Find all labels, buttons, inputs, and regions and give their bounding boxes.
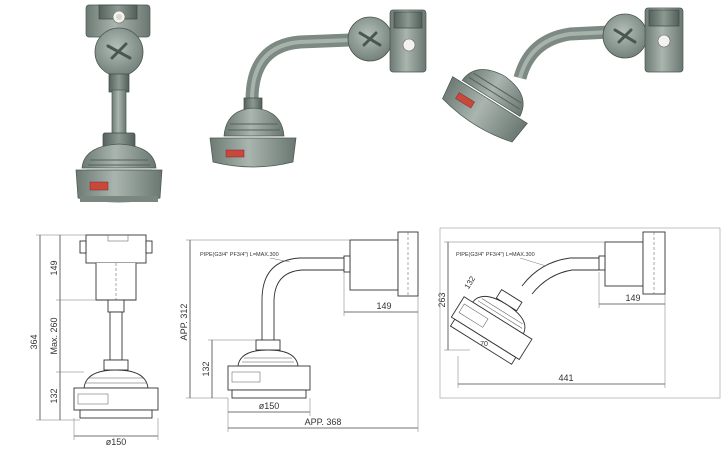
front-total-height: 364: [29, 334, 39, 349]
front-box-height: 149: [49, 260, 59, 275]
photo-angled-bracket-fixture: [442, 7, 684, 143]
drawing-front-view: 364 149 Max. 260 132 ø150: [29, 234, 159, 447]
front-diameter: ø150: [106, 437, 127, 447]
side-total-length: APP. 368: [305, 417, 342, 427]
angled-pipe-note: PIPE(G3/4" PF3/4") L=MAX.300: [456, 252, 535, 258]
side-offset: 149: [376, 301, 391, 311]
side-total-height: APP. 312: [179, 304, 189, 341]
drawing-side-view: PIPE(G3/4" PF3/4") L=MAX.300 APP. 312 13…: [179, 231, 419, 432]
front-pipe-height: Max. 260: [49, 317, 59, 354]
photo-pendant-fixture: [75, 4, 163, 203]
side-pipe-note: PIPE(G3/4" PF3/4") L=MAX.300: [200, 252, 279, 258]
side-lamp-height: 132: [201, 361, 211, 376]
nameplate-label-2: [225, 149, 245, 158]
photo-wall-bracket-fixture: [209, 9, 427, 168]
angled-angle-dim: 70: [480, 341, 488, 348]
side-diameter: ø150: [259, 401, 280, 411]
angled-height: 263: [437, 292, 447, 307]
front-lamp-height: 132: [49, 388, 59, 403]
angled-view-frame: [439, 227, 721, 399]
angled-offset: 149: [625, 293, 640, 303]
angled-total-length: 441: [558, 373, 573, 383]
drawing-angled-view: PIPE(G3/4" PF3/4") L=MAX.300 263 132 70 …: [437, 231, 666, 388]
nameplate-label: [89, 181, 109, 191]
angled-lamp-dim: 132: [463, 274, 478, 291]
